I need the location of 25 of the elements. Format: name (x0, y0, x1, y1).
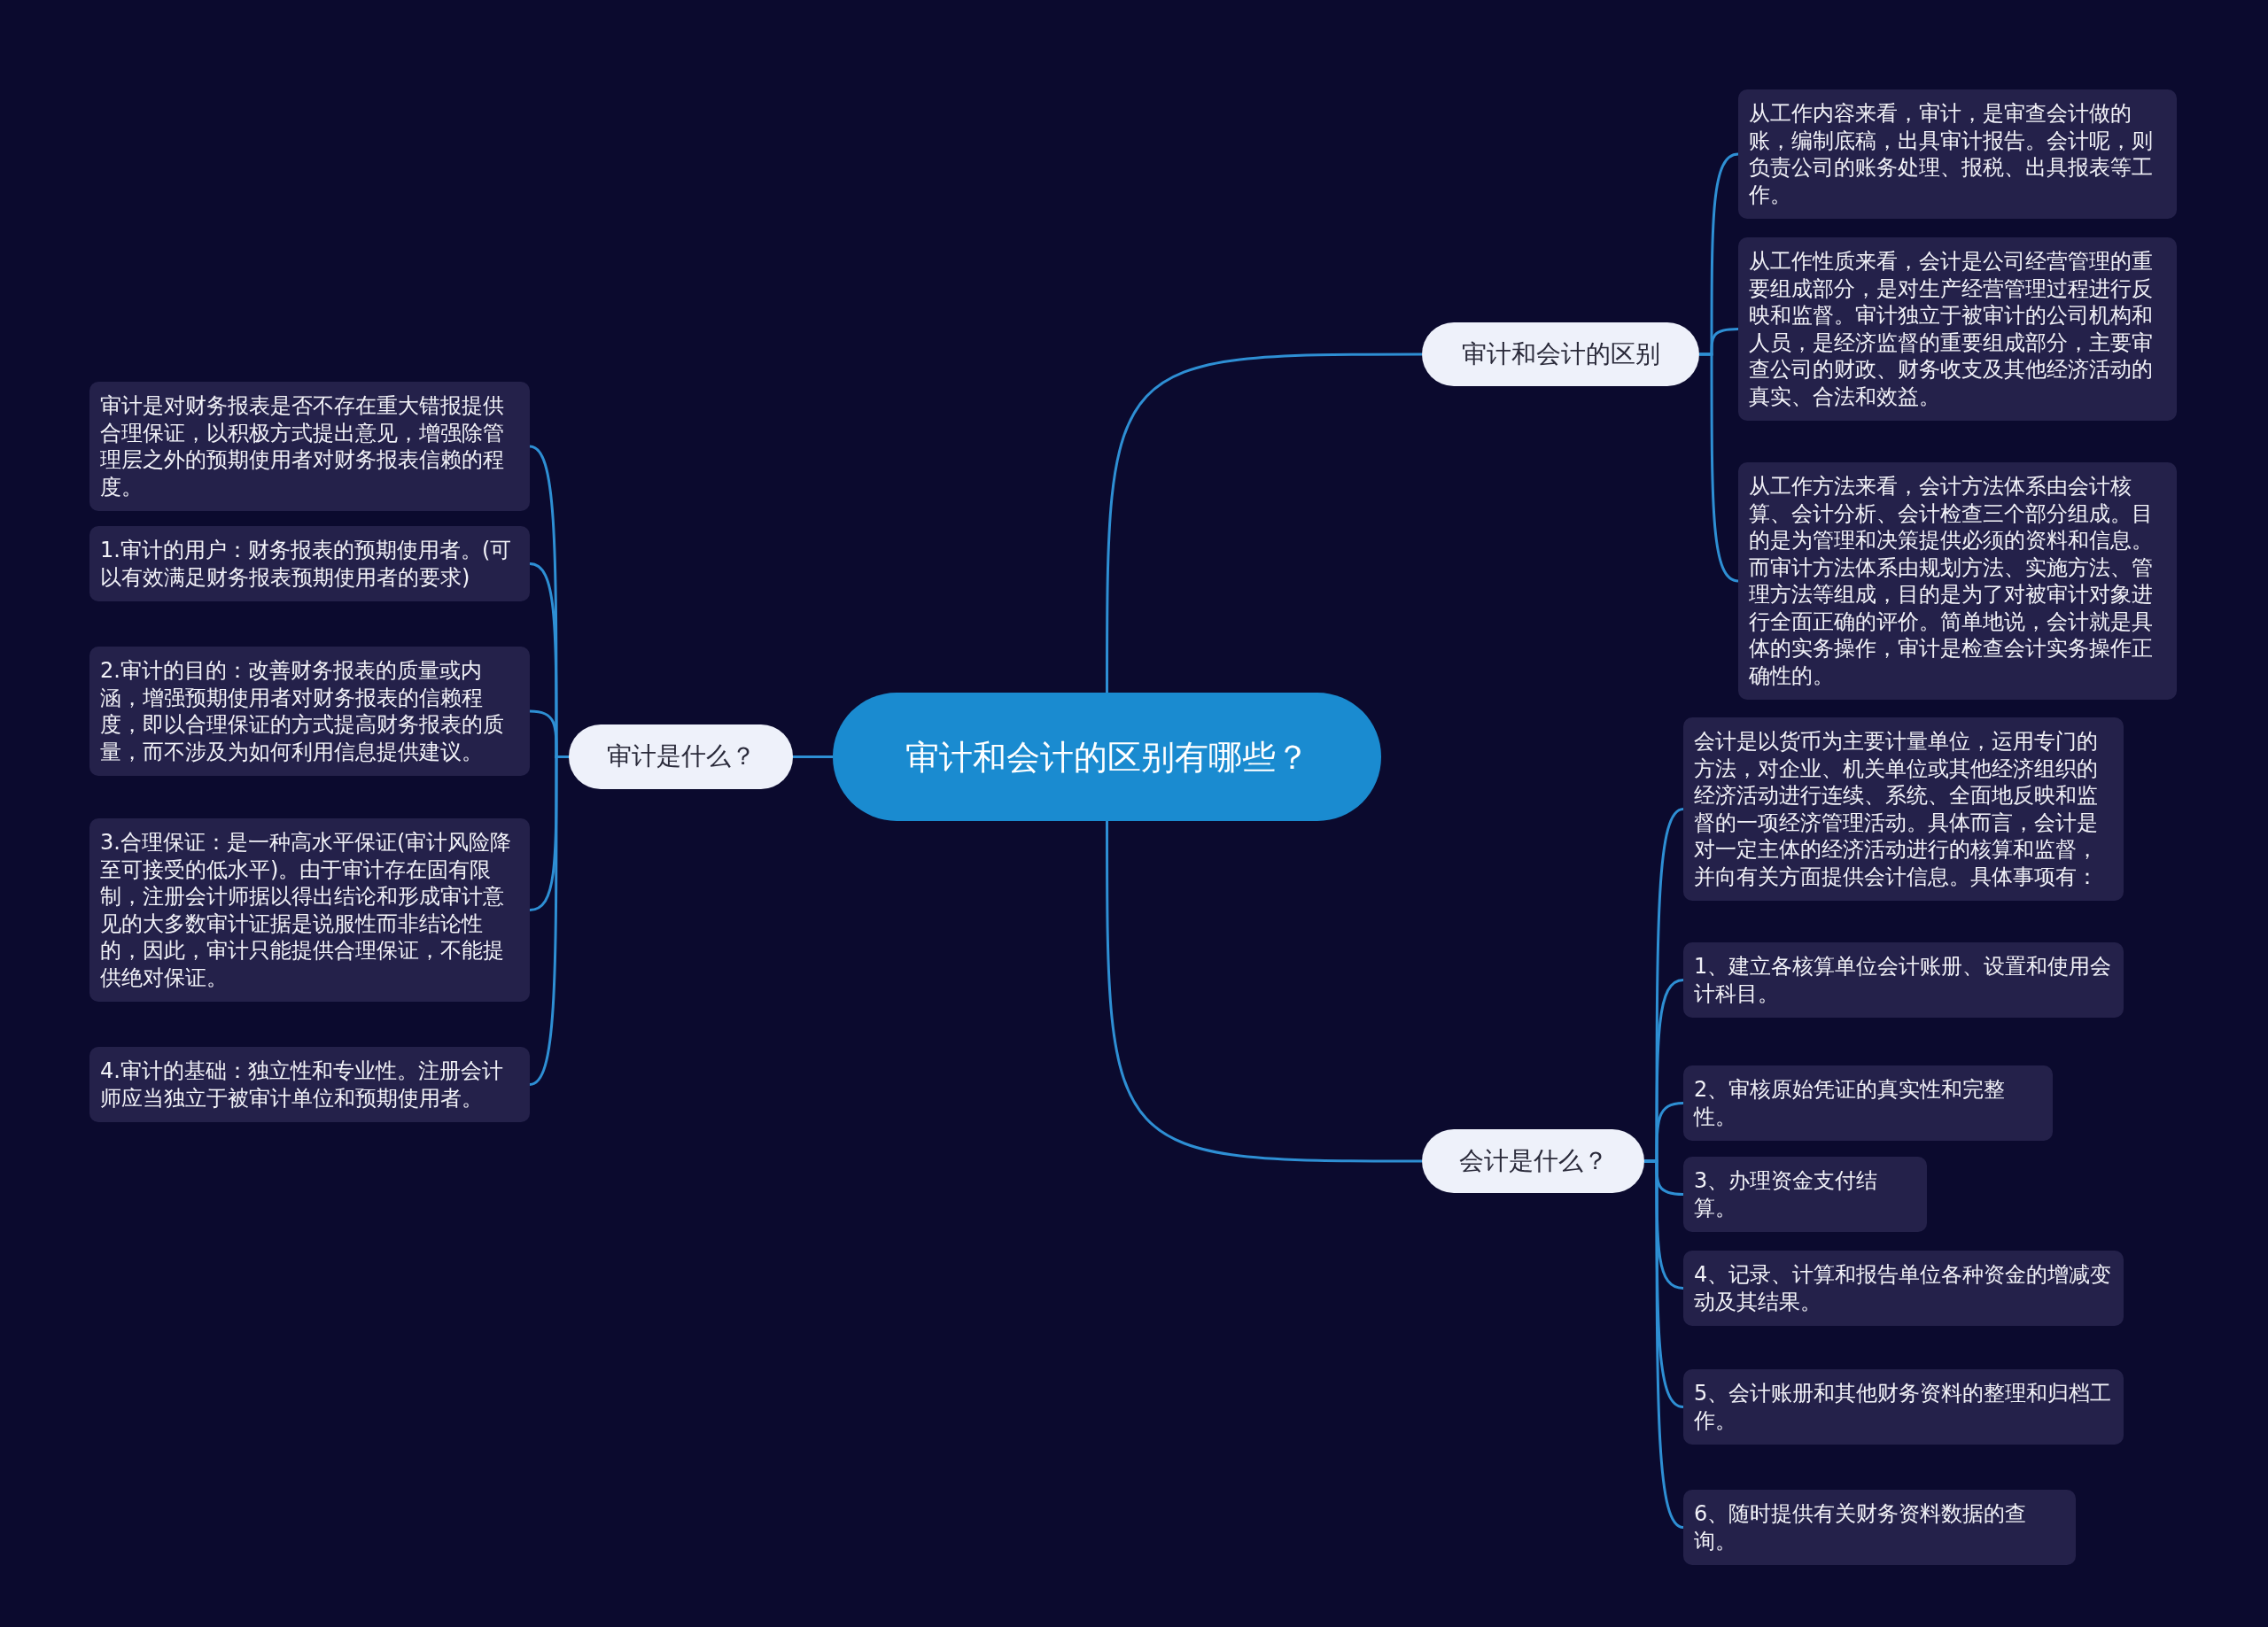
connector-line (529, 755, 569, 1086)
topic-pill: 会计是什么？ (1422, 1129, 1644, 1193)
note-card: 4.审计的基础：独立性和专业性。注册会计师应当独立于被审计单位和预期使用者。 (89, 1047, 530, 1122)
note-card: 4、记录、计算和报告单位各种资金的增减变动及其结果。 (1683, 1251, 2124, 1326)
note-card: 6、随时提供有关财务资料数据的查询。 (1683, 1490, 2076, 1565)
note-card: 会计是以货币为主要计量单位，运用专门的方法，对企业、机关单位或其他经济组织的经济活动进行连续、系统、全面地反映和监督的一项经济管理活动。具体而言，会计是对一定主体的经济活动进行的核算和监督，并向有关方面提供会计信息。具体事项有： (1683, 717, 2124, 901)
note-card: 1.审计的用户：财务报表的预期使用者。(可以有效满足财务报表预期使用者的要求) (89, 526, 530, 601)
note-card: 3、办理资金支付结算。 (1683, 1157, 1927, 1232)
note-card: 3.合理保证：是一种高水平保证(审计风险降至可接受的低水平)。由于审计存在固有限制，注册会计师据以得出结论和形成审计意见的大多数审计证据是说服性而非结论性的，因此，审计只能提供合理保证，不能提供绝对保证。 (89, 818, 530, 1002)
connector-line (1106, 353, 1422, 693)
note-card: 审计是对财务报表是否不存在重大错报提供合理保证，以积极方式提出意见，增强除管理层之外的预期使用者对财务报表信赖的程度。 (89, 382, 530, 511)
note-card: 2.审计的目的：改善财务报表的质量或内涵，增强预期使用者对财务报表的信赖程度，即以合理保证的方式提高财务报表的质量，而不涉及为如何利用信息提供建议。 (89, 647, 530, 776)
note-card: 5、会计账册和其他财务资料的整理和归档工作。 (1683, 1369, 2124, 1445)
connector-line (1106, 821, 1422, 1163)
topic-pill: 审计是什么？ (569, 724, 793, 789)
topic-pill: 审计和会计的区别 (1422, 322, 1699, 386)
note-card: 从工作性质来看，会计是公司经营管理的重要组成部分，是对生产经营管理过程进行反映和监督。审计独立于被审计的公司机构和人员，是经济监督的重要组成部分，主要审查公司的财政、财务收支及其他经济活动的真实、合法和效益。 (1738, 237, 2177, 421)
note-card: 1、建立各核算单位会计账册、设置和使用会计科目。 (1683, 942, 2124, 1018)
note-card: 2、审核原始凭证的真实性和完整性。 (1683, 1065, 2053, 1141)
connector-line (1699, 353, 1739, 583)
connector-line (1644, 1159, 1684, 1529)
note-card: 从工作内容来看，审计，是审查会计做的账，编制底稿，出具审计报告。会计呢，则负责公司的账务处理、报税、出具报表等工作。 (1738, 89, 2177, 219)
central-topic: 审计和会计的区别有哪些？ (833, 693, 1381, 821)
note-card: 从工作方法来看，会计方法体系由会计核算、会计分析、会计检查三个部分组成。目的是为管理和决策提供必须的资料和信息。而审计方法体系由规划方法、实施方法、管理方法等组成，目的是为了对被审计对象进行全面正确的评价。简单地说，会计就是具体的实务操作，审计是检查会计实务操作正确性的。 (1738, 462, 2177, 700)
connector-line (793, 755, 833, 758)
